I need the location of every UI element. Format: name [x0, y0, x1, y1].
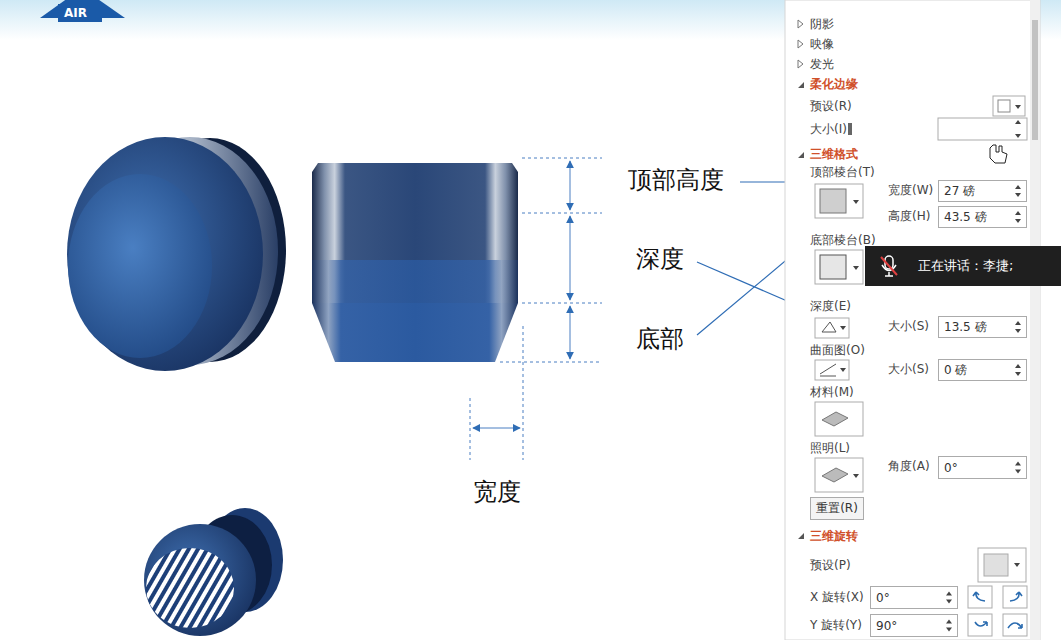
callout-label: 顶部高度	[628, 167, 724, 195]
cylinder-3d	[67, 137, 286, 371]
value-field: 13.5 磅	[938, 316, 1027, 338]
value-field: 43.5 磅	[938, 206, 1027, 228]
value-field: 0°	[870, 586, 958, 609]
panel-section: 阴影	[810, 18, 834, 32]
field-text: 13.5 磅	[944, 319, 987, 336]
spinner-arrows	[1015, 462, 1021, 474]
field-label: 材料(M)	[810, 386, 854, 400]
field-label: 预设(R)	[810, 100, 852, 114]
field-label: 大小(S)	[888, 363, 929, 377]
field-text: 正在讲话：李捷;	[918, 257, 1013, 275]
field-text: 重置(R)	[816, 500, 858, 517]
field-text: 0°	[944, 461, 958, 475]
reset-button: 重置(R)	[810, 497, 864, 520]
field-label: Y 旋转(Y)	[810, 619, 862, 633]
logo-text: AIR	[64, 7, 87, 21]
field-label: 大小(S)	[888, 320, 929, 334]
spinner-arrows	[946, 592, 952, 604]
panel-section: 发光	[810, 58, 834, 72]
field-label: 宽度(W)	[888, 184, 933, 198]
field-label: 大小(I)	[810, 123, 847, 137]
field-text: 90°	[876, 619, 897, 633]
field-label: 角度(A)	[888, 460, 930, 474]
callout-label: 底部	[636, 326, 684, 354]
field-label: 预设(P)	[810, 559, 851, 573]
callout-label: 深度	[636, 246, 684, 274]
field-text: 0°	[876, 591, 890, 605]
mic-muted-icon	[877, 254, 901, 278]
spinner-arrows	[1015, 321, 1021, 333]
field-label: 顶部棱台(T)	[810, 166, 875, 180]
spinner-arrows	[1015, 211, 1021, 223]
field-label: 曲面图(O)	[810, 344, 865, 358]
panel-section: 三维格式	[810, 148, 858, 162]
field-text: 43.5 磅	[944, 209, 987, 226]
dimension-label: 宽度	[473, 479, 521, 507]
side-view	[312, 163, 518, 362]
value-field: 0 磅	[938, 359, 1027, 381]
dimension-lines	[470, 158, 602, 460]
value-field: 90°	[870, 614, 958, 637]
panel-section: 映像	[810, 38, 834, 52]
value-field: 0°	[938, 456, 1027, 479]
field-text: 0 磅	[944, 362, 967, 379]
field-label: 高度(H)	[888, 210, 930, 224]
spinner-arrows	[1015, 185, 1021, 197]
field-label: 照明(L)	[810, 442, 850, 456]
spinner-arrows	[1015, 364, 1021, 376]
field-text: 27 磅	[944, 183, 975, 200]
format-panel	[785, 0, 1040, 640]
field-label: X 旋转(X)	[810, 591, 864, 605]
field-label: 深度(E)	[810, 300, 851, 314]
spinner-arrows	[946, 620, 952, 632]
logo-plate	[58, 4, 102, 22]
panel-section: 柔化边缘	[810, 78, 858, 92]
value-field: 27 磅	[938, 180, 1027, 202]
panel-section: 三维旋转	[810, 530, 858, 544]
speaker-notice: 正在讲话：李捷;	[865, 246, 1061, 286]
button-3d	[140, 508, 283, 640]
